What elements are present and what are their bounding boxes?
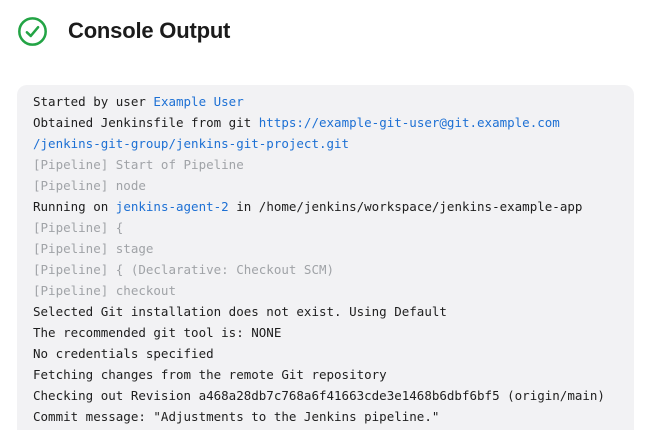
console-text: Fetching changes from the remote Git rep… (33, 367, 387, 382)
console-line: Obtained Jenkinsfile from git https://ex… (33, 112, 618, 133)
console-link[interactable]: Example User (153, 94, 244, 109)
console-line: Started by user Example User (33, 91, 618, 112)
pipeline-step-text: [Pipeline] stage (33, 241, 154, 256)
pipeline-step-text: [Pipeline] { (Declarative: Checkout SCM) (33, 262, 335, 277)
console-line: [Pipeline] Start of Pipeline (33, 154, 618, 175)
console-text: Obtained Jenkinsfile from git (33, 115, 259, 130)
console-text: The recommended git tool is: NONE (33, 325, 282, 340)
console-text: Selected Git installation does not exist… (33, 304, 447, 319)
console-line: [Pipeline] { (33, 217, 618, 238)
build-success-check-circle-icon (17, 16, 48, 47)
page-title: Console Output (68, 18, 231, 43)
console-line: Fetching changes from the remote Git rep… (33, 364, 618, 385)
console-text: Commit message: "Adjustments to the Jenk… (33, 409, 440, 424)
console-line: No credentials specified (33, 343, 618, 364)
console-line: /jenkins-git-group/jenkins-git-project.g… (33, 133, 618, 154)
console-line: Running on jenkins-agent-2 in /home/jenk… (33, 196, 618, 217)
console-text: in /home/jenkins/workspace/jenkins-examp… (228, 199, 583, 214)
console-link[interactable]: /jenkins-git-group/jenkins-git-project.g… (33, 136, 350, 151)
console-link[interactable]: jenkins-agent-2 (115, 199, 229, 214)
pipeline-step-text: [Pipeline] node (33, 178, 146, 193)
console-line: Commit message: "Adjustments to the Jenk… (33, 406, 618, 427)
pipeline-step-text: [Pipeline] Start of Pipeline (33, 157, 244, 172)
console-link[interactable]: https://example-git-user@git.example.com (258, 115, 560, 130)
console-text: Checking out Revision a468a28db7c768a6f4… (33, 388, 605, 403)
console-line: Selected Git installation does not exist… (33, 301, 618, 322)
console-text: Running on (33, 199, 116, 214)
pipeline-step-text: [Pipeline] { (33, 220, 124, 235)
console-line: Checking out Revision a468a28db7c768a6f4… (33, 385, 618, 406)
console-text: No credentials specified (33, 346, 214, 361)
console-line: [Pipeline] checkout (33, 280, 618, 301)
console-line: [Pipeline] stage (33, 238, 618, 259)
console-line: [Pipeline] { (Declarative: Checkout SCM) (33, 259, 618, 280)
console-line: The recommended git tool is: NONE (33, 322, 618, 343)
pipeline-step-text: [Pipeline] checkout (33, 283, 176, 298)
console-text: Started by user (33, 94, 154, 109)
build-status-header: Console Output (0, 0, 650, 47)
console-line: [Pipeline] node (33, 175, 618, 196)
